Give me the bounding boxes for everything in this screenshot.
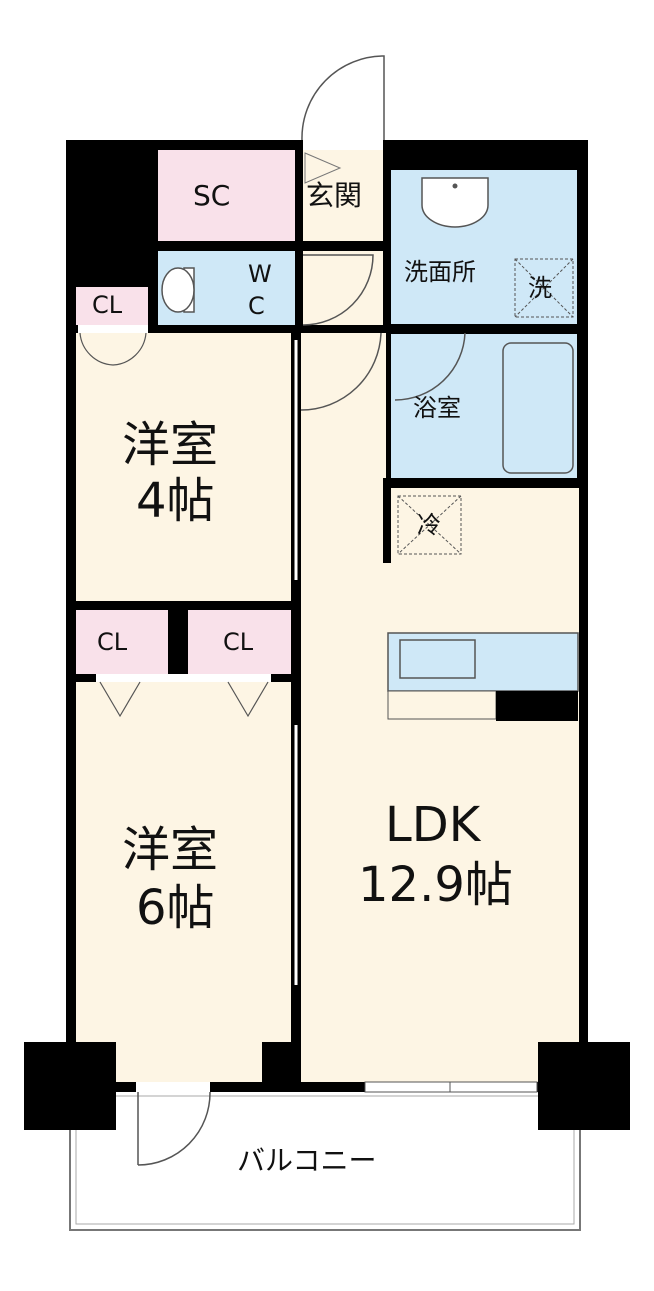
washer-space xyxy=(514,258,574,318)
bathtub-icon xyxy=(502,342,574,474)
kitchen-counter xyxy=(387,632,579,692)
cl-right-closet xyxy=(188,610,291,674)
washbasin-icon xyxy=(421,177,489,228)
washer-label: 洗 xyxy=(528,274,552,302)
wc-label-c: C xyxy=(248,292,265,320)
sc-closet xyxy=(158,150,295,241)
genkan-floor xyxy=(303,150,383,241)
cl-top-closet xyxy=(76,287,148,325)
washroom-label: 洗面所 xyxy=(404,258,476,286)
cl-top-label: CL xyxy=(92,291,123,319)
cl-right-label: CL xyxy=(223,628,254,656)
room-4-floor xyxy=(76,333,291,601)
sc-label: SC xyxy=(193,179,231,212)
room-6-size: 6帖 xyxy=(136,880,215,936)
column-bl xyxy=(24,1042,116,1130)
room-4-name: 洋室 xyxy=(122,417,219,473)
entry-door-swing-icon xyxy=(301,55,385,141)
ldk-size: 12.9帖 xyxy=(358,857,513,913)
room-6-floor xyxy=(76,682,291,1082)
wc-label-w: W xyxy=(248,260,272,288)
cl-left-label: CL xyxy=(97,628,128,656)
fridge-space xyxy=(397,495,462,555)
balcony-door-swing-icon xyxy=(137,1091,211,1166)
genkan-label: 玄関 xyxy=(306,179,363,212)
cl-left-closet xyxy=(76,610,168,674)
room-6-name: 洋室 xyxy=(122,822,219,878)
room-4-size: 4帖 xyxy=(136,473,215,529)
column-br xyxy=(538,1042,630,1130)
kitchen-sink-icon xyxy=(399,639,476,679)
balcony-label: バルコニー xyxy=(237,1144,377,1177)
fridge-label: 冷 xyxy=(417,511,441,539)
ldk-name: LDK xyxy=(385,797,481,853)
ldk-floor xyxy=(301,488,579,1082)
balcony-area xyxy=(69,1089,581,1231)
hall-floor xyxy=(303,251,383,325)
ldk-upper-floor xyxy=(301,333,386,493)
bath-label: 浴室 xyxy=(413,394,461,422)
